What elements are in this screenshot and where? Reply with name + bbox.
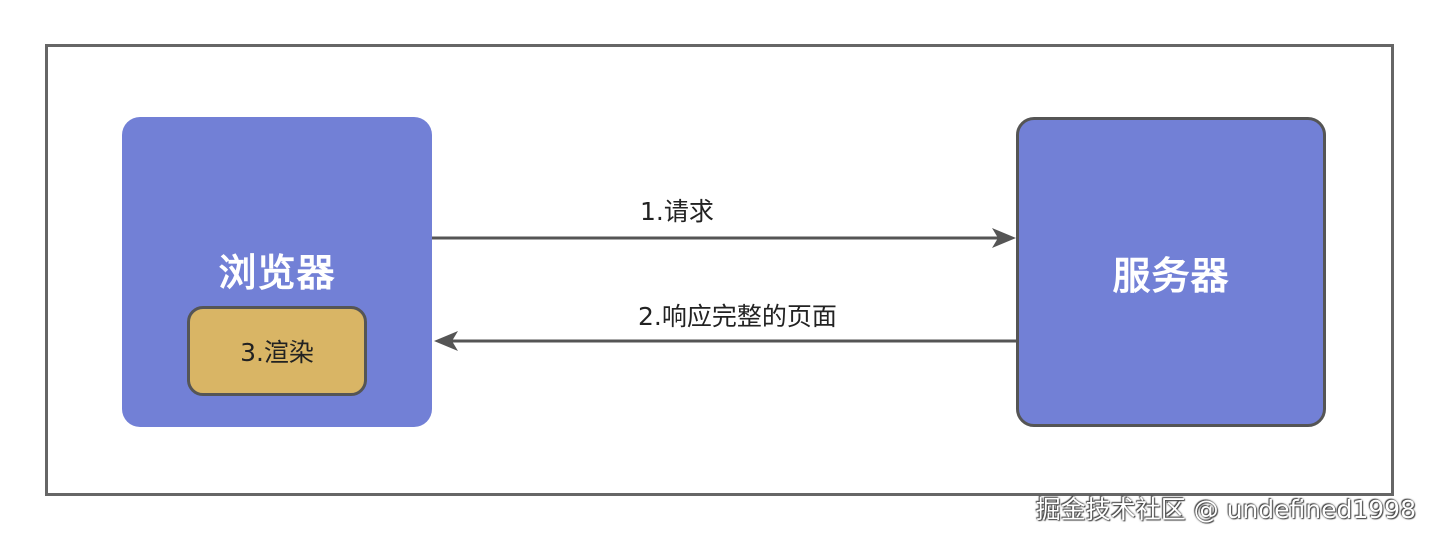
request-edge-label: 1.请求	[640, 197, 714, 226]
response-edge-label: 2.响应完整的页面	[638, 302, 837, 331]
diagram-frame	[45, 44, 1394, 496]
server-label: 服务器	[1112, 254, 1230, 298]
watermark: 掘金技术社区 @ undefined1998	[1035, 495, 1416, 524]
browser-label: 浏览器	[218, 251, 336, 295]
server-node: 服务器	[1016, 117, 1326, 427]
render-node: 3.渲染	[187, 306, 367, 396]
render-label: 3.渲染	[240, 338, 314, 367]
